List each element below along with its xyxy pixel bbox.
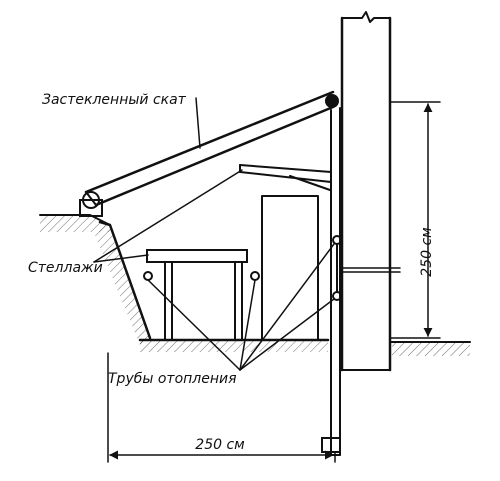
label-width-dim: 250 см [195, 437, 245, 453]
lower-rack [146, 249, 248, 341]
label-racks: Стеллажи [28, 260, 103, 276]
label-glazed-slope: Застекленный скат [42, 92, 187, 108]
leader-lines [93, 97, 335, 371]
ground-right [389, 341, 471, 356]
door-panel [261, 195, 319, 341]
glazed-slope [84, 90, 339, 207]
label-heating-pipes: Трубы отопления [108, 371, 237, 387]
pit-walls [95, 220, 330, 352]
width-dimension [107, 352, 336, 463]
house-wall [340, 11, 392, 372]
heating-pipes [143, 235, 401, 301]
height-dimension [389, 101, 441, 339]
upper-rack [239, 164, 332, 191]
label-height-dim: 250 см [419, 227, 435, 277]
